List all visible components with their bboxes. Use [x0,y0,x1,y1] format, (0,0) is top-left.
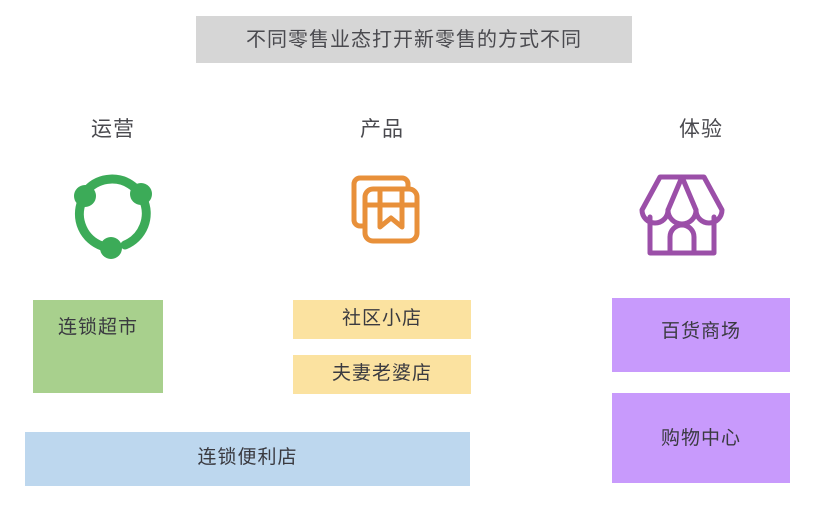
column-heading-label: 运营 [91,118,135,141]
icon-container-product [327,163,437,267]
column-heading-experience: 体验 [612,112,790,144]
category-box-shopping-mall[interactable]: 购物中心 [612,393,790,483]
network-nodes-icon [74,174,152,259]
storefront-icon [639,174,725,256]
column-heading-label: 体验 [679,118,723,141]
category-box-label: 购物中心 [660,428,741,449]
category-box-community-store[interactable]: 社区小店 [293,300,471,339]
category-box-couple-store[interactable]: 夫妻老婆店 [293,355,471,394]
package-box-icon [351,175,420,244]
category-box-label: 百货商场 [660,321,741,342]
network-node-top-right [130,183,152,205]
category-box-label: 连锁便利店 [197,447,298,468]
column-heading-operations: 运营 [33,112,193,144]
column-heading-label: 产品 [360,118,404,141]
category-box-label: 连锁超市 [57,317,138,338]
diagram-title-banner: 不同零售业态打开新零售的方式不同 [196,16,632,63]
category-box-chain-supermarket[interactable]: 连锁超市 [33,300,163,393]
column-heading-product: 产品 [293,112,471,144]
category-box-label: 社区小店 [341,308,422,329]
category-box-department-store[interactable]: 百货商场 [612,298,790,372]
category-box-label: 夫妻老婆店 [331,363,432,384]
category-box-chain-convenience-store[interactable]: 连锁便利店 [25,432,470,486]
network-node-top-left [74,185,96,207]
page-title: 不同零售业态打开新零售的方式不同 [246,28,582,51]
icon-container-operations [58,163,168,267]
network-node-bottom [100,237,122,259]
icon-container-experience [627,163,737,267]
